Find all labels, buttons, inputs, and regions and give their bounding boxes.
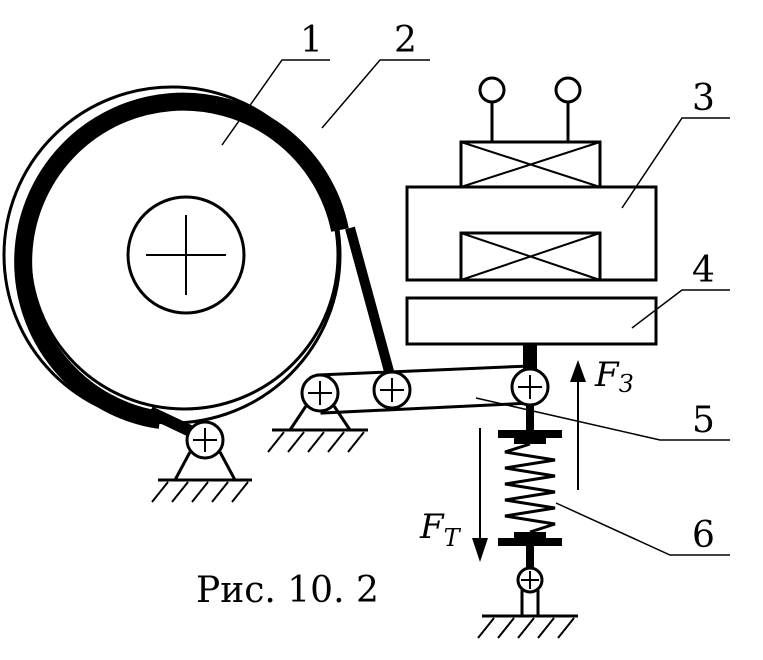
spring-assembly [477, 405, 578, 639]
figure-caption: Рис. 10. 2 [196, 570, 379, 611]
band-lever-joint [372, 370, 412, 410]
brake-force-arrow [472, 428, 488, 562]
armature-rod [523, 344, 537, 370]
armature [405, 296, 658, 346]
lever-armature-joint [510, 367, 550, 407]
label-electromagnet: 3 [692, 78, 715, 119]
force-brake-label: FТ [419, 507, 462, 552]
spring [504, 442, 556, 534]
arrow-down-icon [472, 538, 488, 562]
label-lever: 5 [692, 400, 715, 441]
electromagnet-force-arrow [570, 360, 586, 490]
arrow-up-icon [570, 360, 586, 382]
lever-fixed-support [267, 373, 368, 453]
brake-drum [2, 85, 342, 425]
label-band: 2 [394, 20, 417, 61]
force-electromagnet-label: FЗ [594, 355, 634, 398]
terminal-left-icon [478, 76, 506, 104]
leader-lines [221, 59, 730, 556]
label-spring: 6 [692, 515, 715, 556]
band-anchor-support [151, 420, 252, 503]
lever [316, 364, 534, 415]
label-drum: 1 [300, 20, 323, 61]
electromagnet [405, 76, 658, 282]
terminal-right-icon [554, 76, 582, 104]
label-armature: 4 [692, 250, 715, 291]
